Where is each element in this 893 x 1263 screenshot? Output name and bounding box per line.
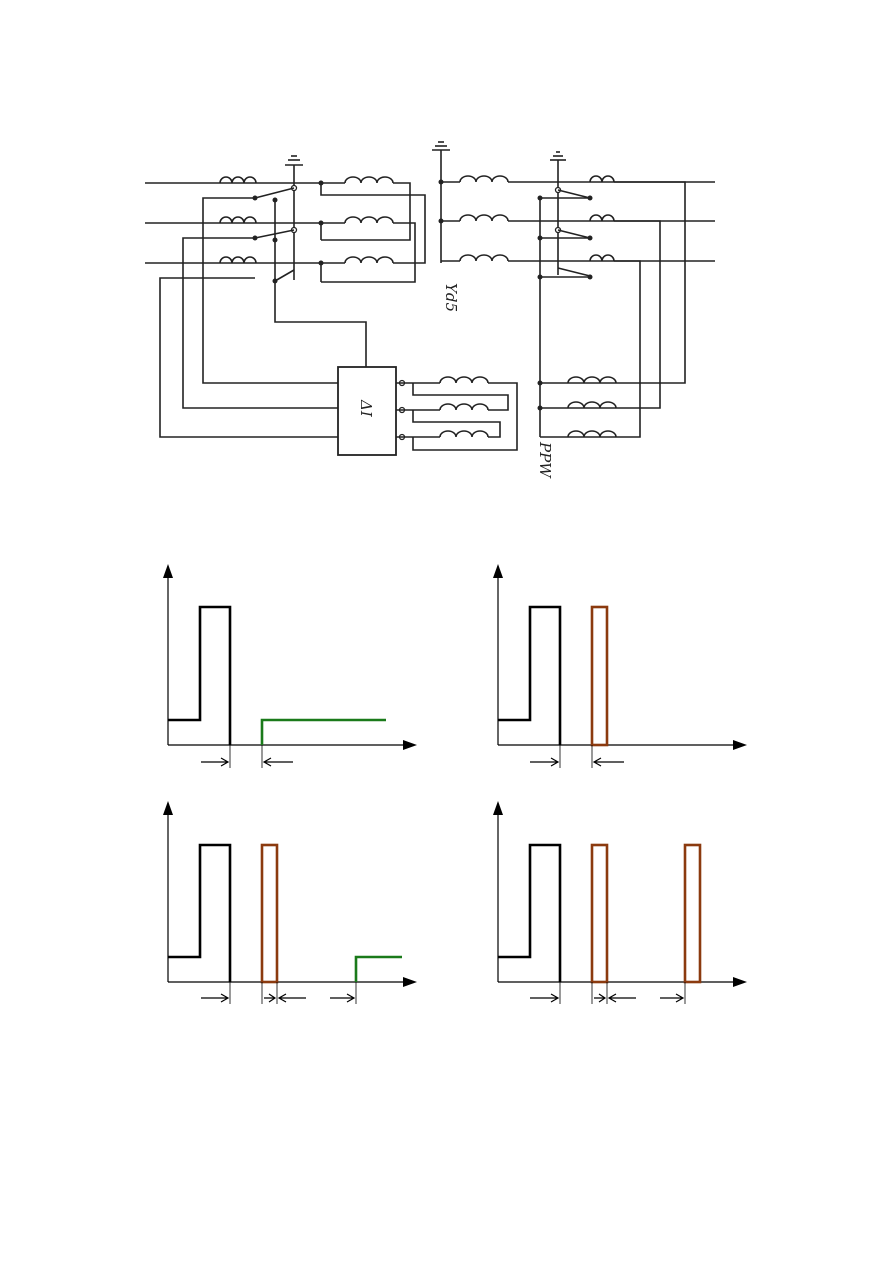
interval-arrow bbox=[277, 993, 306, 1003]
timing-panel-top-left bbox=[163, 564, 417, 768]
interval-arrow bbox=[264, 993, 277, 1003]
timing-panel-bottom-right bbox=[493, 801, 747, 1004]
interval-arrow bbox=[607, 993, 636, 1003]
differential-relay: ΔI bbox=[159, 197, 518, 456]
x-axis-arrow bbox=[733, 740, 747, 750]
timing-panel-top-right bbox=[493, 564, 747, 768]
relay-label: ΔI bbox=[357, 399, 375, 418]
right-current-transformers bbox=[537, 151, 686, 438]
pulse-2 bbox=[683, 843, 702, 984]
interval-arrow bbox=[530, 757, 560, 767]
y-axis-arrow bbox=[163, 801, 173, 815]
coupler-label: PPW bbox=[536, 441, 554, 479]
interval-arrow bbox=[201, 757, 230, 767]
interval-arrow bbox=[660, 993, 685, 1003]
timing-panel-bottom-left bbox=[163, 801, 417, 1004]
pulse-1 bbox=[590, 843, 609, 984]
control-signal bbox=[498, 843, 562, 982]
interval-arrow bbox=[594, 993, 607, 1003]
control-signal bbox=[168, 605, 232, 745]
right-transformer-windings bbox=[432, 141, 715, 263]
left-current-transformers bbox=[210, 176, 278, 284]
protection-schematic: Yd5 bbox=[145, 141, 715, 479]
interval-arrow bbox=[330, 993, 356, 1003]
interval-arrow bbox=[201, 993, 230, 1003]
control-signal bbox=[498, 605, 562, 745]
left-line-conductors bbox=[145, 182, 255, 264]
y-axis-arrow bbox=[493, 801, 503, 815]
x-axis-arrow bbox=[403, 977, 417, 987]
pulse-1 bbox=[260, 843, 279, 984]
timing-diagrams bbox=[163, 564, 747, 1004]
pulse-1 bbox=[590, 605, 609, 747]
y-axis-arrow bbox=[493, 564, 503, 578]
interval-arrow bbox=[262, 757, 293, 767]
interval-arrow bbox=[530, 993, 560, 1003]
matching-transformer bbox=[537, 376, 617, 438]
x-axis-arrow bbox=[733, 977, 747, 987]
interval-arrow bbox=[592, 757, 624, 767]
step-output bbox=[260, 718, 386, 745]
left-transformer-windings bbox=[255, 176, 426, 283]
x-axis-arrow bbox=[403, 740, 417, 750]
step-output bbox=[354, 955, 402, 982]
y-axis-arrow bbox=[163, 564, 173, 578]
control-signal bbox=[168, 843, 232, 982]
transformer-label: Yd5 bbox=[442, 283, 460, 312]
